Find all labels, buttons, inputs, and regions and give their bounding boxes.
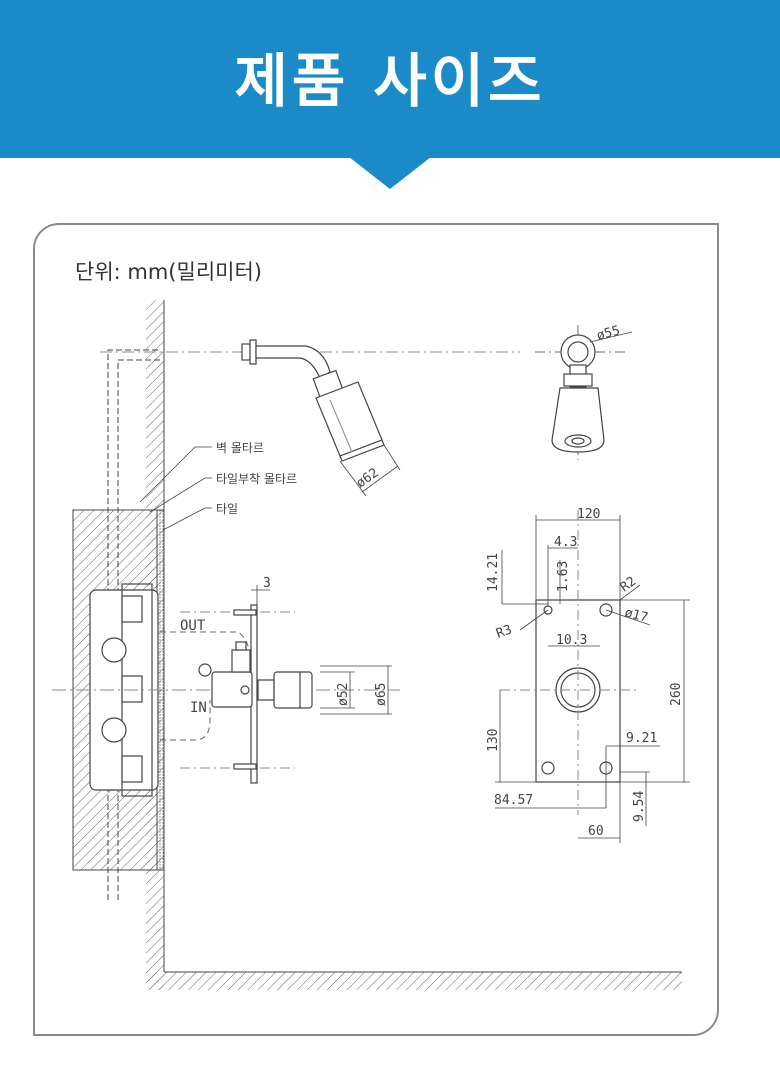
dim-body-dia-small: ø52 — [336, 683, 351, 706]
dim-offset-10-3: 10.3 — [556, 633, 587, 648]
callout-tile: 타일 — [216, 502, 238, 516]
page-title: 제품 사이즈 — [234, 47, 546, 115]
dim-plate-width: 120 — [577, 507, 600, 522]
label-in: IN — [190, 700, 207, 716]
dim-plate-height: 260 — [669, 683, 684, 706]
banner-pointer — [349, 157, 431, 189]
unit-label: 단위: mm(밀리미터) — [75, 260, 262, 284]
mixer-assembly — [198, 604, 313, 784]
dim-offset-84-57: 84.57 — [494, 793, 533, 808]
shower-head-front — [535, 325, 625, 460]
shower-head-side — [241, 339, 385, 462]
callout-wall-mortar: 벽 몰타르 — [216, 441, 264, 455]
dim-side-gap: 3 — [263, 576, 271, 591]
callout-lines — [139, 446, 212, 531]
dim-offset-9-21: 9.21 — [626, 731, 657, 746]
title-banner: 제품 사이즈 — [0, 0, 780, 158]
diagram-frame — [33, 223, 719, 1036]
floor-hatch — [146, 972, 682, 990]
plate-dimensions — [495, 515, 690, 843]
dim-radius-r3: R3 — [494, 622, 514, 641]
dim-radius-r2: R2 — [618, 574, 639, 595]
label-out: OUT — [180, 618, 206, 634]
dim-top-head-dia: ø55 — [595, 323, 622, 344]
dim-offset-14-21: 14.21 — [486, 553, 501, 592]
dim-lower-130: 130 — [486, 729, 501, 752]
dim-bottom-60: 60 — [588, 824, 604, 839]
dim-offset-9-54: 9.54 — [632, 791, 647, 822]
side-dimensions — [251, 585, 392, 715]
dim-hole-dia: ø17 — [623, 605, 650, 626]
dim-shower-head-dia: ø62 — [354, 466, 382, 492]
callout-tile-mortar: 타일부착 몰타르 — [216, 472, 297, 486]
dim-offset-1-63: 1.63 — [556, 561, 571, 592]
dim-body-dia-large: ø65 — [374, 683, 389, 706]
dim-offset-4-3: 4.3 — [554, 535, 577, 550]
